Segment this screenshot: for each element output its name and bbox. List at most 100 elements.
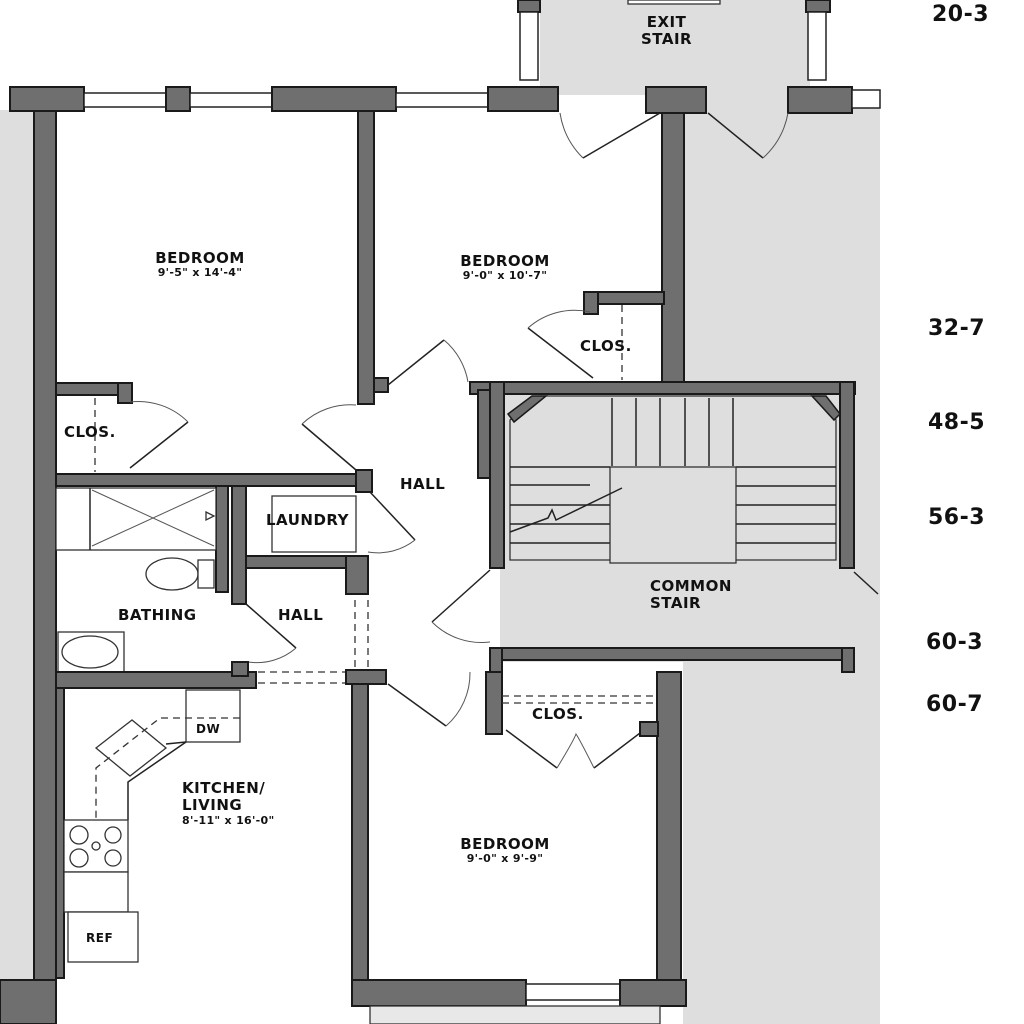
- top-wall-segment: [165, 86, 191, 112]
- room-name-line1: EXIT: [646, 13, 687, 31]
- room-name: BEDROOM: [155, 249, 245, 267]
- door-swing: [301, 404, 357, 425]
- wall-pier: [841, 647, 855, 673]
- room-label-closet-s: CLOS.: [532, 705, 584, 723]
- stair-treads-west: [510, 466, 610, 544]
- wall-pier: [345, 555, 369, 595]
- toilet-tank-icon: [197, 559, 215, 589]
- window: [83, 92, 167, 108]
- elevation-marker: 60-7: [926, 692, 984, 717]
- wall-pier: [355, 469, 373, 493]
- closet-wall: [583, 291, 599, 315]
- room-name-line1: COMMON: [650, 577, 732, 595]
- counter: [185, 689, 241, 743]
- corridor-wall-north: [661, 112, 685, 386]
- top-wall-segment: [787, 86, 853, 114]
- burner-icon: [69, 848, 89, 868]
- room-dimensions: 8'-11" x 16'-0": [182, 813, 275, 827]
- toilet-bowl-icon: [145, 557, 199, 591]
- stair-door-west: [431, 569, 491, 623]
- room-name: BEDROOM: [460, 252, 550, 270]
- burner-icon: [91, 841, 101, 851]
- room-label-closet-w: CLOS.: [64, 423, 116, 441]
- shower-valve-icon: [205, 510, 216, 522]
- counter-edge: [127, 741, 187, 820]
- exit-stair-area: [540, 0, 810, 95]
- stair-well: [609, 466, 737, 564]
- south-wall-segment: [351, 979, 527, 1007]
- room-label-bedroom-ne: BEDROOM 9'-0" x 10'-7": [430, 252, 580, 283]
- elevation-marker: 56-3: [928, 505, 986, 530]
- top-wall-segment: [9, 86, 85, 112]
- stair-corner-left: [506, 395, 549, 424]
- door-swing: [527, 309, 591, 329]
- door-swing: [443, 339, 469, 383]
- south-wall-segment: [619, 979, 687, 1007]
- laundry-door: [369, 491, 416, 541]
- door-swing: [431, 621, 491, 643]
- window: [395, 92, 489, 108]
- elevation-marker: 32-7: [928, 316, 986, 341]
- balcony-grate: [369, 1005, 661, 1024]
- room-label-bedroom-nw: BEDROOM 9'-5" x 14'-4": [110, 249, 290, 280]
- room-label-laundry: LAUNDRY: [266, 511, 349, 529]
- corridor-wall-south: [656, 671, 682, 985]
- room-label-hall-small: HALL: [278, 606, 324, 624]
- sink-basin-icon: [61, 635, 119, 669]
- bath-north-wall: [55, 473, 361, 487]
- room-name: BEDROOM: [460, 835, 550, 853]
- west-wall: [33, 110, 57, 1024]
- room-label-exit-stair: EXIT STAIR: [641, 13, 693, 49]
- counter-edge: [165, 741, 187, 745]
- room-label-closet-ne: CLOS.: [580, 337, 632, 355]
- door-swing: [129, 401, 189, 423]
- exit-stair-center-pier: [645, 86, 707, 114]
- room-name-line2: STAIR: [650, 594, 702, 613]
- window: [525, 983, 621, 1001]
- stair-treads-east: [736, 466, 836, 544]
- room-dimensions: 9'-5" x 14'-4": [157, 266, 243, 280]
- refrigerator-label: REF: [86, 931, 114, 945]
- stair-door-east: [853, 571, 879, 595]
- stair-break-line: [509, 487, 623, 533]
- door-swing: [556, 732, 595, 769]
- window: [851, 89, 881, 109]
- stair-corner-right: [810, 395, 841, 422]
- closet-door: [505, 729, 558, 769]
- exit-door-right: [707, 112, 764, 159]
- top-wall-segment: [487, 86, 559, 112]
- room-name-line2: STAIR: [641, 30, 693, 49]
- refrigerator: [67, 911, 139, 963]
- shower-x: [91, 489, 215, 547]
- bedroom-partition: [357, 110, 375, 405]
- door-swing: [445, 671, 471, 727]
- wall-pier: [345, 669, 387, 685]
- corner-sink: [94, 719, 168, 777]
- stair-treads-north: [611, 398, 734, 466]
- wall-pier: [231, 661, 249, 677]
- room-label-bathing: BATHING: [118, 606, 197, 624]
- bath-door: [245, 603, 297, 649]
- exit-stair-window-right: [807, 11, 827, 81]
- top-wall-segment: [271, 86, 397, 112]
- exit-stair-top-opening: [627, 0, 721, 5]
- exit-door-left: [582, 112, 661, 159]
- wall-pier: [489, 647, 503, 673]
- stair-north-wall: [469, 381, 856, 395]
- door-swing: [247, 647, 297, 664]
- stair-east-wall: [839, 381, 855, 569]
- exit-stair-pier-left: [517, 0, 541, 13]
- room-dimensions: 9'-0" x 9'-9": [466, 852, 544, 866]
- stair-west-jamb: [477, 389, 491, 479]
- door-swing: [762, 112, 789, 159]
- elevation-marker: 60-3: [926, 630, 984, 655]
- stair-south-wall: [489, 647, 855, 661]
- common-stair-landing: [845, 560, 880, 660]
- door-swing: [367, 539, 416, 554]
- exit-stair-pier-right: [805, 0, 831, 13]
- exit-stair-window-left: [519, 11, 539, 81]
- door-swing: [559, 112, 584, 159]
- shower: [55, 487, 217, 551]
- washer-dryer: [271, 495, 357, 553]
- stair-west-wall: [489, 381, 505, 569]
